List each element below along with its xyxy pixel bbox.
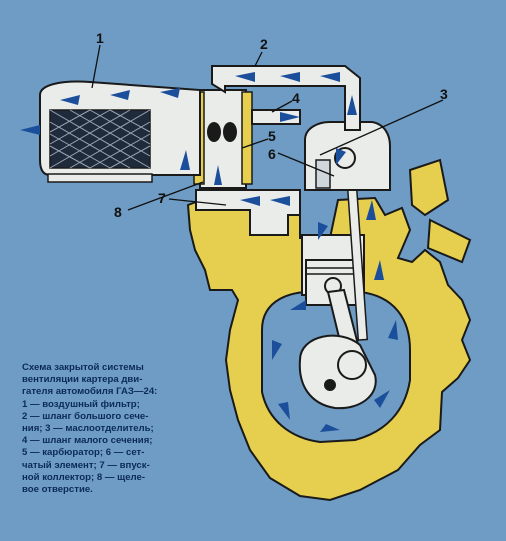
caption-line: 2 — шланг большого сече-	[22, 410, 149, 422]
intake-manifold	[195, 189, 301, 236]
caption-line: вентиляции картера дви-	[22, 374, 143, 386]
callout-4: 4	[292, 90, 300, 106]
airflow-arrows	[20, 72, 398, 432]
callout-5: 5	[268, 128, 276, 144]
small-hose	[251, 109, 301, 125]
crankshaft	[298, 334, 377, 410]
valve-gear-protrusion	[408, 158, 450, 217]
caption-line: гателя автомобиля ГАЗ—24:	[22, 386, 158, 398]
caption-line: 4 — шланг малого сечения;	[22, 435, 153, 447]
large-hose	[211, 65, 361, 131]
callout-1: 1	[96, 30, 104, 46]
caption-line: ной коллектор; 8 — щеле-	[22, 471, 146, 483]
carburetor	[193, 89, 253, 189]
air-filter	[39, 80, 201, 183]
caption-line: 5 — карбюратор; 6 — сет-	[22, 447, 145, 459]
caption-line: чатый элемент; 7 — впуск-	[22, 459, 150, 471]
callout-6: 6	[268, 146, 276, 162]
caption-line: Схема закрытой системы	[22, 362, 144, 373]
caption-line: 1 — воздушный фильтр;	[22, 398, 140, 410]
callout-3: 3	[440, 86, 448, 102]
caption-line: вое отверстие.	[22, 484, 93, 496]
callout-8: 8	[114, 204, 122, 220]
callout-7: 7	[158, 190, 166, 206]
leader-lines	[91, 44, 444, 211]
figure-caption: Схема закрытой системы вентиляции картер…	[22, 362, 210, 496]
side-unit	[426, 218, 472, 264]
caption-line: ния; 3 — маслоотделитель;	[22, 423, 154, 435]
callout-2: 2	[260, 36, 268, 52]
